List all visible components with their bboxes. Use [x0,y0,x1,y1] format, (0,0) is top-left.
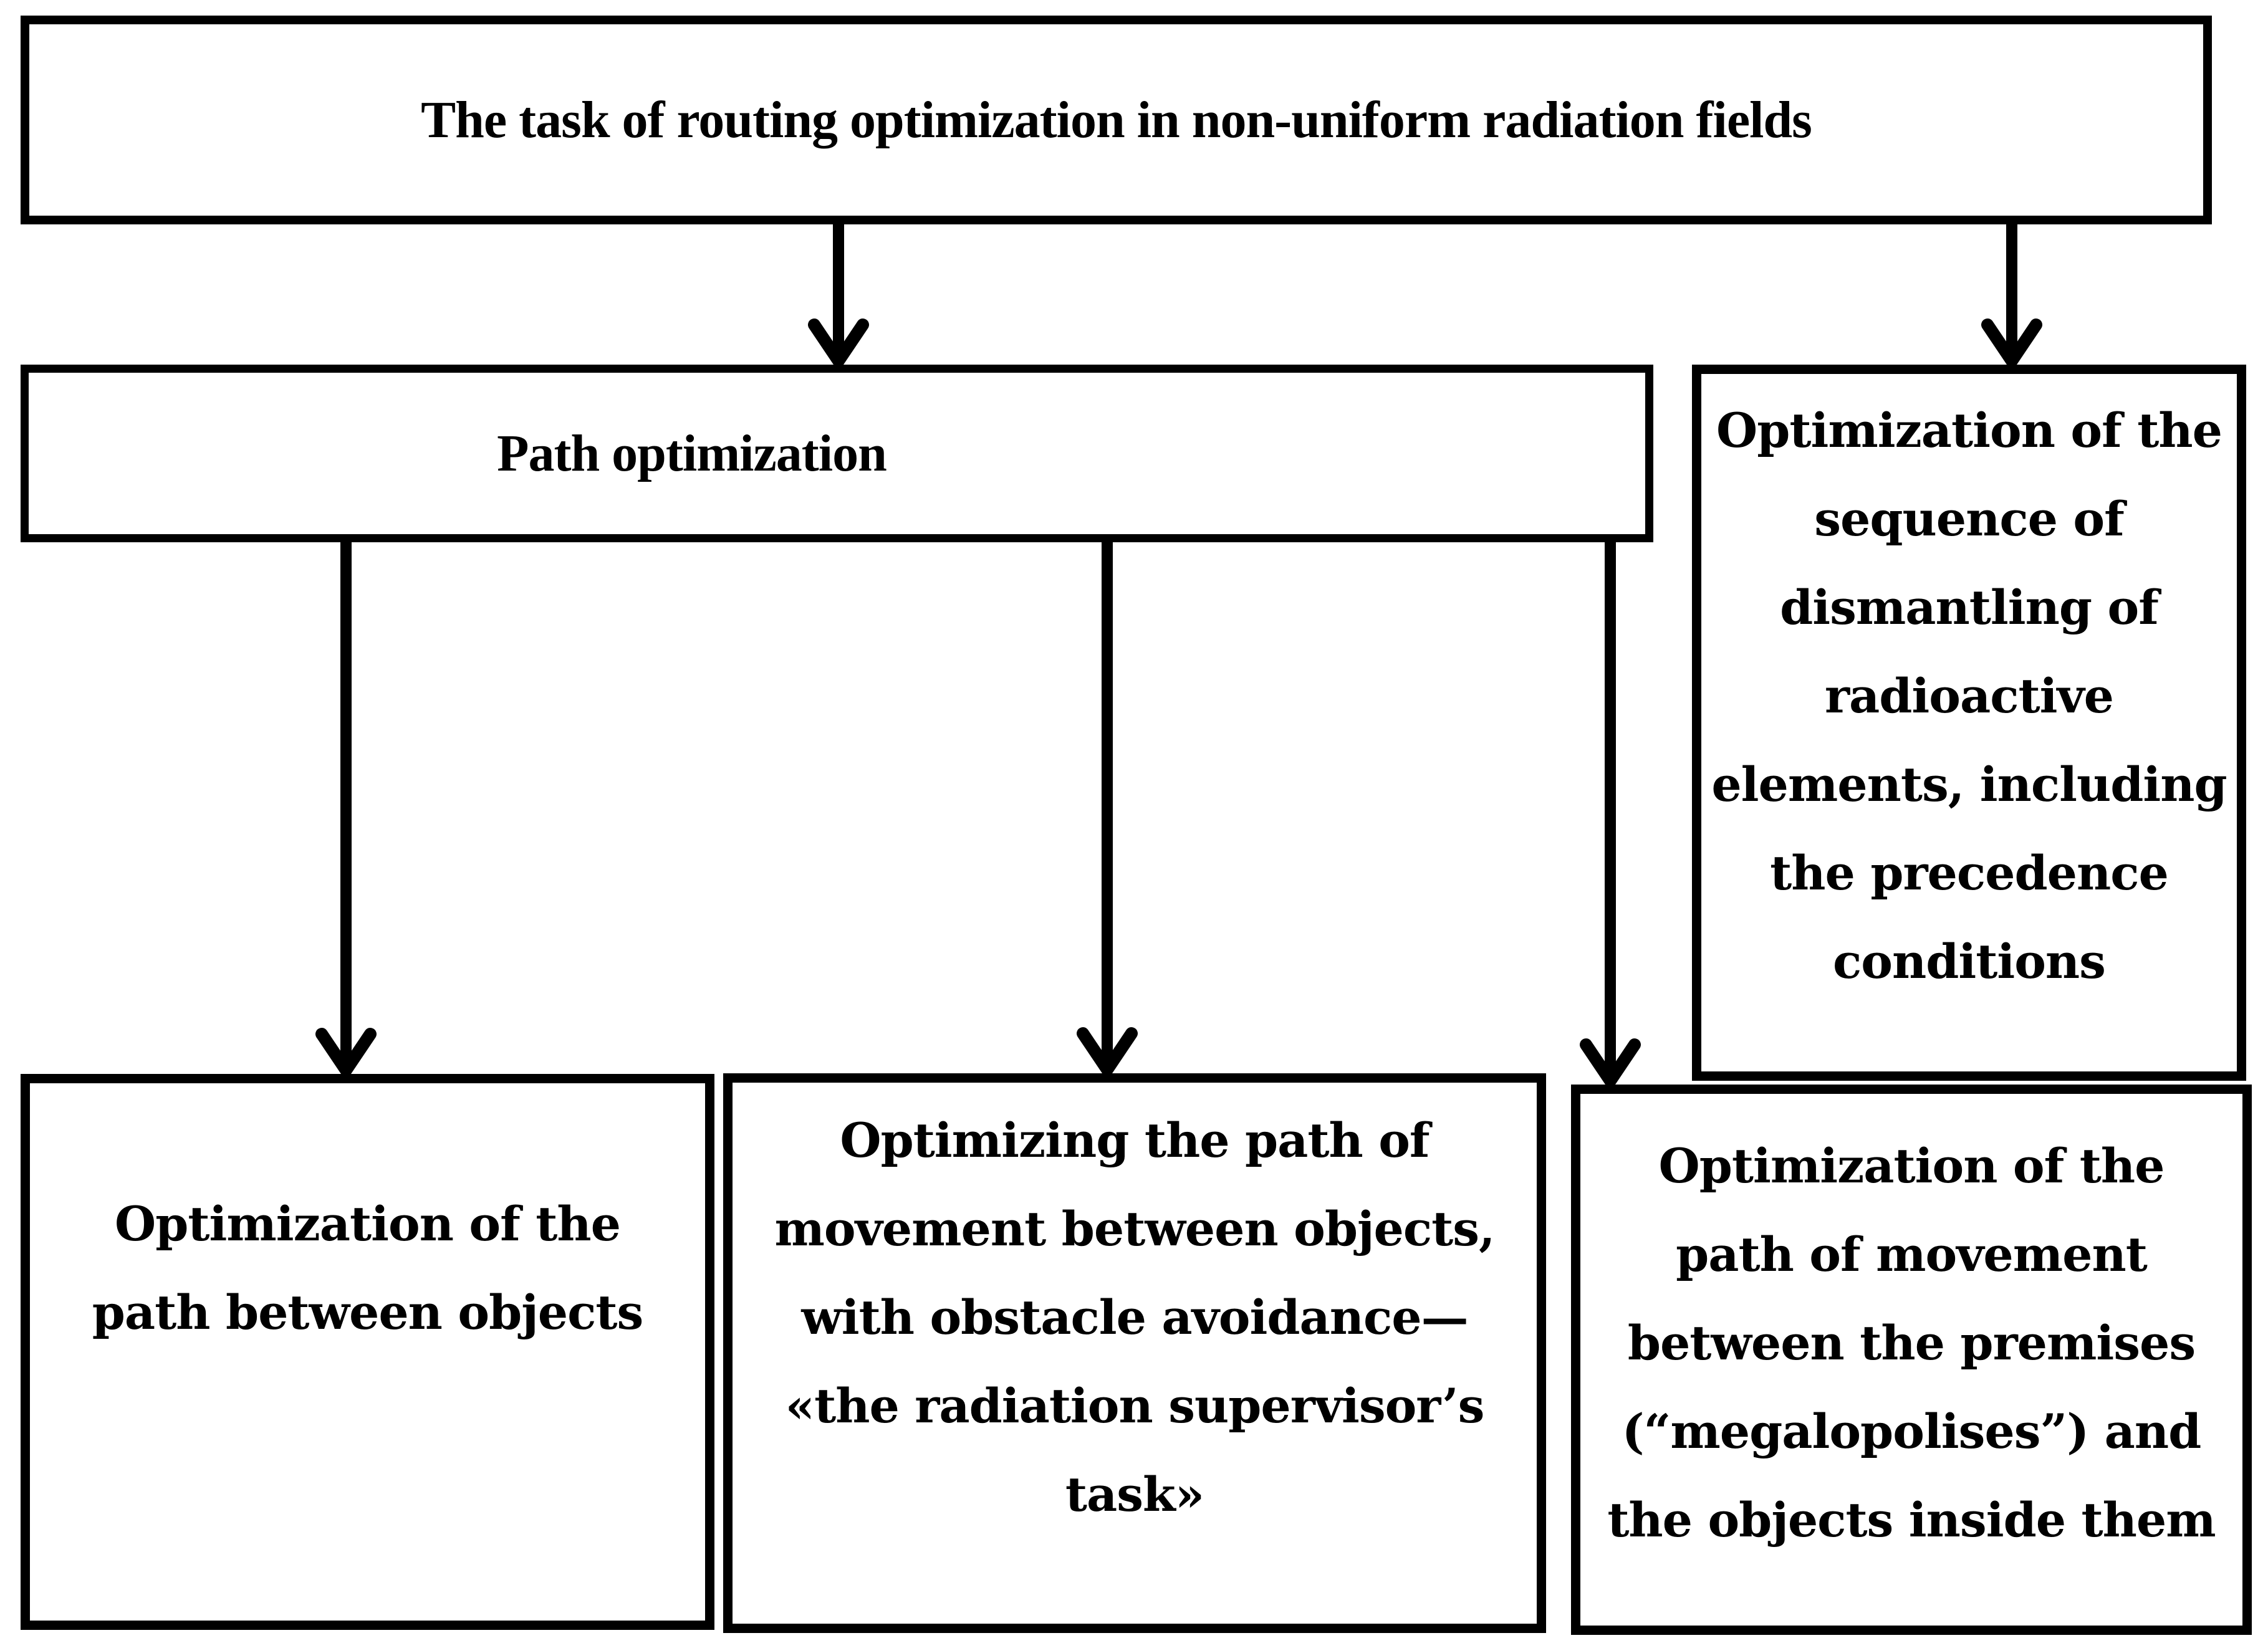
node-dismantling-sequence: Optimization of the sequence of dismantl… [1692,365,2246,1081]
node-routing-task-label: The task of routing optimization in non-… [421,91,1812,149]
arrow-down-icon [1077,542,1138,1081]
node-premises-megalopolises-label: Optimization of the path of movement bet… [1607,1138,2216,1548]
arrow-down-icon [1580,542,1641,1092]
arrow-down-icon [315,542,377,1081]
node-premises-megalopolises: Optimization of the path of movement bet… [1571,1085,2252,1635]
node-routing-task: The task of routing optimization in non-… [21,16,2212,224]
arrow-down-icon [1981,224,2042,372]
node-path-between-objects-label: Optimization of the path between objects [92,1196,644,1340]
node-obstacle-avoidance: Optimizing the path of movement between … [723,1073,1546,1633]
arrow-down-icon [808,224,869,372]
node-dismantling-sequence-label: Optimization of the sequence of dismantl… [1711,403,2227,989]
node-obstacle-avoidance-label: Optimizing the path of movement between … [774,1113,1496,1522]
node-path-between-objects: Optimization of the path between objects [21,1074,714,1630]
node-path-optimization: Path optimization [21,365,1653,542]
node-path-optimization-label: Path optimization [497,424,887,482]
